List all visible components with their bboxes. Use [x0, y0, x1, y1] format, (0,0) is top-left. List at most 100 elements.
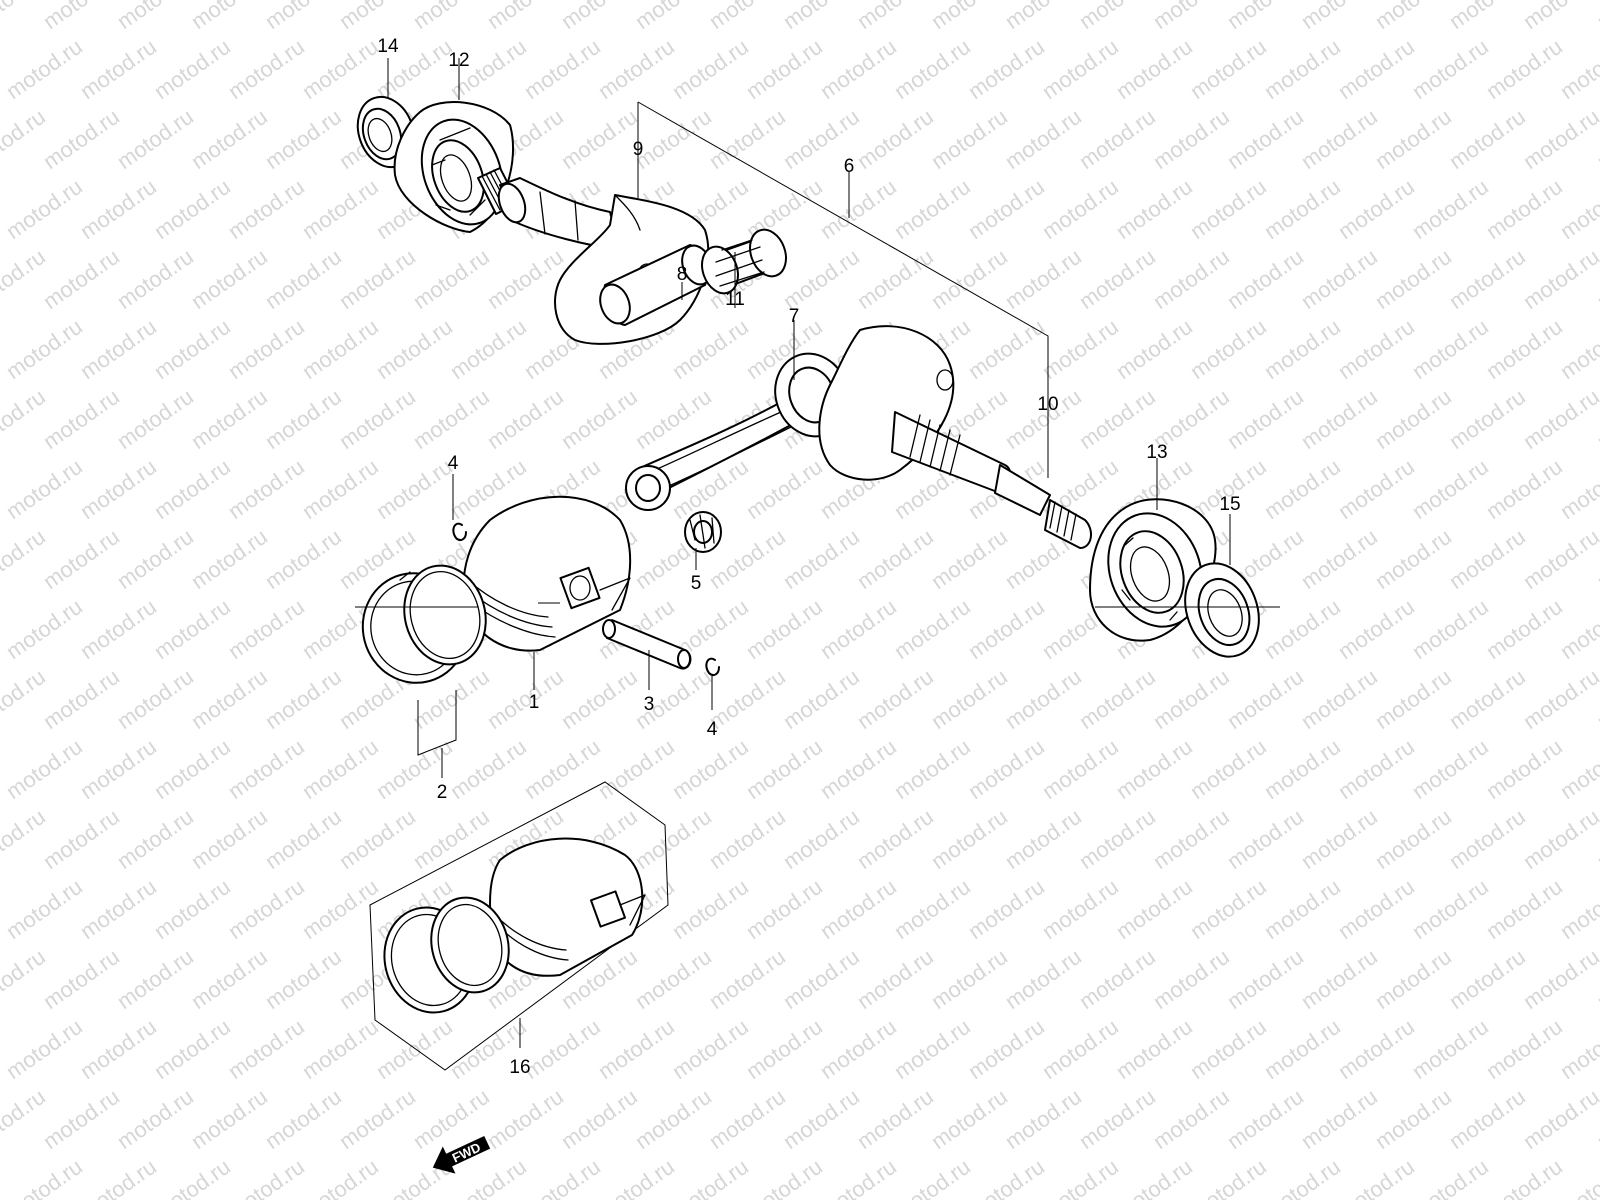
watermark-text: motod.ru [815, 174, 900, 244]
callout-16: 16 [509, 1057, 530, 1078]
watermark-text: motod.ru [1333, 314, 1418, 384]
watermark-text: motod.ru [1111, 1014, 1196, 1084]
watermark-text: motod.ru [112, 244, 197, 314]
watermark-text: motod.ru [630, 1084, 715, 1154]
watermark-text: motod.ru [1518, 1084, 1600, 1154]
watermark-text: motod.ru [1555, 594, 1600, 664]
watermark-text: motod.ru [1444, 1084, 1529, 1154]
watermark-text: motod.ru [519, 1154, 604, 1200]
callout-4-lower: 4 [707, 719, 718, 740]
watermark-text: motod.ru [1000, 944, 1085, 1014]
watermark-text: motod.ru [1444, 944, 1529, 1014]
callout-labels: 1 2 3 4 4 5 6 7 8 9 10 11 12 13 14 15 16 [377, 36, 1240, 1078]
watermark-text: motod.ru [852, 664, 937, 734]
watermark-text: motod.ru [1370, 944, 1455, 1014]
watermark-text: motod.ru [1222, 804, 1307, 874]
watermark-text: motod.ru [1444, 104, 1529, 174]
watermark-text: motod.ru [1481, 454, 1566, 524]
watermark-text: motod.ru [186, 1084, 271, 1154]
watermark-text: motod.ru [963, 734, 1048, 804]
callout-13: 13 [1146, 442, 1167, 463]
watermark-text: motod.ru [852, 244, 937, 314]
watermark-text: motod.ru [38, 244, 123, 314]
watermark-text: motod.ru [1518, 524, 1600, 594]
watermark-text: motod.ru [889, 174, 974, 244]
watermark-text: motod.ru [186, 944, 271, 1014]
callout-11: 11 [725, 289, 745, 310]
watermark-text: motod.ru [482, 1084, 567, 1154]
watermark-text: motod.ru [556, 0, 641, 34]
watermark-text: motod.ru [1370, 104, 1455, 174]
watermark-text: motod.ru [0, 804, 50, 874]
callout-10: 10 [1037, 394, 1058, 415]
watermark-text: motod.ru [0, 104, 50, 174]
watermark-text: motod.ru [1333, 34, 1418, 104]
watermark-text: motod.ru [223, 1154, 308, 1200]
watermark-text: motod.ru [519, 1014, 604, 1084]
watermark-text: motod.ru [630, 804, 715, 874]
watermark-text: motod.ru [260, 664, 345, 734]
watermark-text: motod.ru [963, 1154, 1048, 1200]
watermark-text: motod.ru [260, 524, 345, 594]
watermark-text: motod.ru [149, 1014, 234, 1084]
watermark-text: motod.ru [1, 1014, 86, 1084]
watermark-text: motod.ru [1000, 104, 1085, 174]
watermark-text: motod.ru [667, 1154, 752, 1200]
watermark-text: motod.ru [334, 244, 419, 314]
watermark-text: motod.ru [112, 804, 197, 874]
watermark-text: motod.ru [593, 1154, 678, 1200]
watermark-text: motod.ru [1259, 1014, 1344, 1084]
watermark-text: motod.ru [482, 664, 567, 734]
piston-pin [602, 619, 692, 670]
watermark-text: motod.ru [1, 454, 86, 524]
watermark-text: motod.ru [1, 314, 86, 384]
watermark-text: motod.ru [38, 804, 123, 874]
watermark-text: motod.ru [778, 804, 863, 874]
watermark-text: motod.ru [1481, 1014, 1566, 1084]
watermark-text: motod.ru [1111, 1154, 1196, 1200]
watermark-text: motod.ru [260, 944, 345, 1014]
watermark-text: motod.ru [1222, 384, 1307, 454]
watermark-text: motod.ru [963, 594, 1048, 664]
watermark-text: motod.ru [1296, 664, 1381, 734]
watermark-text: motod.ru [1518, 944, 1600, 1014]
watermark-text: motod.ru [889, 1014, 974, 1084]
watermark-text: motod.ru [741, 734, 826, 804]
watermark-text: motod.ru [75, 594, 160, 664]
watermark-text: motod.ru [334, 1084, 419, 1154]
watermark-text: motod.ru [371, 1014, 456, 1084]
watermark-text: motod.ru [1407, 734, 1492, 804]
watermark-text: motod.ru [815, 874, 900, 944]
watermark-text: motod.ru [1333, 1014, 1418, 1084]
watermark-text: motod.ru [112, 1084, 197, 1154]
watermark-text: motod.ru [1185, 734, 1270, 804]
watermark-text: motod.ru [75, 874, 160, 944]
watermark-text: motod.ru [1185, 1014, 1270, 1084]
watermark-text: motod.ru [778, 0, 863, 34]
watermark-text: motod.ru [1, 174, 86, 244]
watermark-text: motod.ru [1074, 944, 1159, 1014]
callout-12: 12 [448, 50, 469, 71]
watermark-text: motod.ru [223, 34, 308, 104]
watermark-text: motod.ru [1074, 804, 1159, 874]
watermark-text: motod.ru [1037, 1154, 1122, 1200]
watermark-text: motod.ru [1148, 804, 1233, 874]
watermark-text: motod.ru [1037, 1014, 1122, 1084]
watermark-text: motod.ru [1370, 384, 1455, 454]
watermark-text: motod.ru [1555, 874, 1600, 944]
watermark-text: motod.ru [223, 314, 308, 384]
watermark-text: motod.ru [1037, 874, 1122, 944]
watermark-text: motod.ru [0, 524, 50, 594]
watermark-text: motod.ru [0, 384, 50, 454]
watermark-text: motod.ru [1518, 104, 1600, 174]
watermark-text: motod.ru [1444, 804, 1529, 874]
watermark-text: motod.ru [1333, 454, 1418, 524]
watermark-text: motod.ru [75, 1154, 160, 1200]
watermark-text: motod.ru [1333, 734, 1418, 804]
watermark-text: motod.ru [926, 244, 1011, 314]
watermark-text: motod.ru [149, 1154, 234, 1200]
watermark-text: motod.ru [1222, 104, 1307, 174]
watermark-text: motod.ru [778, 244, 863, 314]
watermark-text: motod.ru [260, 1084, 345, 1154]
